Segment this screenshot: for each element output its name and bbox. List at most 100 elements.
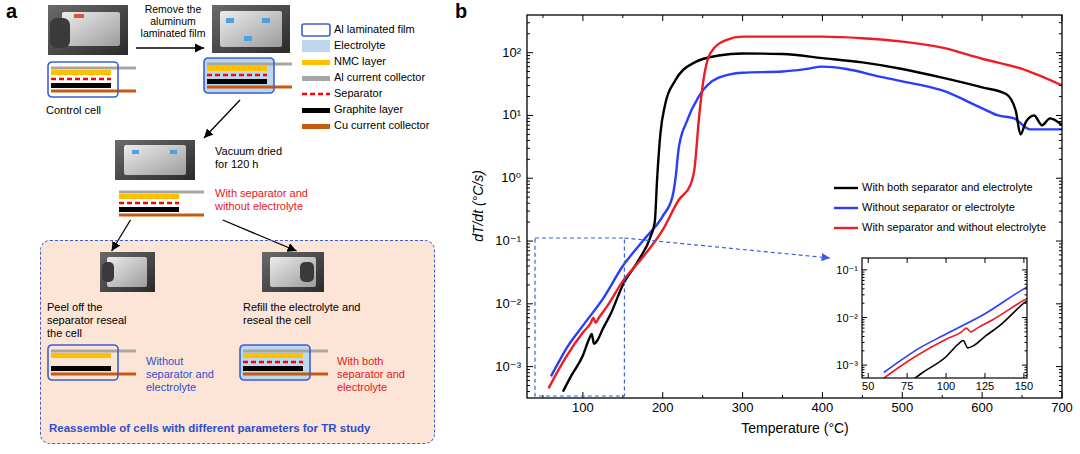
inset-tick — [946, 373, 947, 378]
flow-arrow — [223, 220, 297, 251]
inset-tick — [862, 269, 867, 270]
legend-text: Cu current collector — [334, 119, 429, 132]
cell-schematic — [48, 62, 136, 97]
cell-photo — [262, 18, 270, 23]
cell-photo — [212, 5, 290, 53]
inset-curve — [879, 258, 1027, 378]
node-note: Without separator and electrolyte — [146, 355, 226, 395]
inset-curve — [907, 258, 1027, 378]
inset-tick — [868, 258, 869, 263]
axis-tick — [1056, 178, 1062, 179]
cell-photo — [74, 14, 84, 18]
cell-schematic — [204, 58, 292, 93]
cell-group: Refill the electrolyte and reseal the ce… — [239, 251, 431, 406]
inset-tick — [1023, 258, 1024, 263]
cell-schematic — [119, 192, 204, 215]
axis-tick — [527, 115, 533, 116]
axis-tick — [902, 392, 903, 398]
process-arrow — [136, 47, 204, 48]
legend-text: Separator — [334, 87, 382, 100]
cell-schematic — [240, 345, 310, 380]
inset-curve — [879, 258, 1027, 378]
axis-tick — [902, 15, 903, 21]
legend-sample — [834, 207, 858, 209]
cell-schematic — [51, 68, 136, 91]
legend-text: Al laminated film — [334, 23, 415, 36]
legend-text: Electrolyte — [334, 39, 385, 52]
axis-tick — [527, 241, 533, 242]
data-curve — [549, 37, 1062, 392]
axis-tick — [582, 392, 583, 398]
inset-tick — [984, 258, 985, 263]
cell-photo — [262, 252, 324, 292]
cell-schematic — [240, 345, 328, 380]
reassembly-region: Peel off the separator reseal the cellWi… — [40, 240, 435, 444]
step-note: Remove the aluminum laminated film — [130, 3, 216, 39]
legend-text: With both separator and electrolyte — [862, 181, 1033, 194]
inset-tick — [1022, 269, 1027, 270]
cell-photo — [50, 18, 70, 48]
tick-label: 10⁻³ — [836, 359, 858, 372]
tick-label: 10⁻³ — [495, 359, 521, 374]
inset-curve — [884, 258, 1027, 373]
tick-label: 100 — [572, 401, 594, 416]
tick-label: 10⁰ — [501, 171, 521, 186]
inset-tick — [862, 317, 867, 318]
cell-photo — [262, 252, 324, 292]
axis-tick — [1056, 303, 1062, 304]
axis-tick — [1056, 52, 1062, 53]
legend-swatch — [302, 124, 330, 129]
legend-text: Without separator or electrolyte — [862, 201, 1015, 214]
inset-tick — [1023, 373, 1024, 378]
axis-tick — [662, 15, 663, 21]
tick-label: 10⁻² — [495, 296, 521, 311]
inset-tick — [907, 373, 908, 378]
tick-label: 10¹ — [502, 108, 521, 123]
tick-label: 125 — [976, 380, 994, 393]
panel-letter: b — [455, 0, 467, 23]
tick-label: 100 — [937, 380, 955, 393]
cell-photo — [115, 140, 195, 180]
axis-tick — [1056, 241, 1062, 242]
tick-label: 10⁻² — [836, 311, 858, 324]
axis-tick — [822, 392, 823, 398]
cell-group: Control cell — [44, 2, 136, 122]
panel-letter: a — [6, 0, 17, 23]
axis-tick — [527, 15, 1062, 398]
inset-tick — [868, 373, 869, 378]
cell-schematic — [243, 351, 328, 374]
axis-tick — [742, 15, 743, 21]
legend-swatch — [302, 108, 330, 113]
cell-photo — [124, 145, 186, 175]
cell-photo — [48, 5, 128, 55]
cell-photo — [300, 262, 314, 282]
axis-tick — [822, 15, 823, 21]
cell-photo — [100, 252, 155, 292]
tick-label: 200 — [652, 401, 674, 416]
axis-tick — [1056, 366, 1062, 367]
tick-label: 50 — [862, 380, 874, 393]
cell-schematic — [207, 64, 292, 87]
node-caption: Refill the electrolyte and reseal the ce… — [243, 301, 365, 327]
cell-group: Peel off the separator reseal the cellWi… — [45, 251, 230, 406]
region-fill — [40, 240, 435, 444]
tick-label: 75 — [901, 380, 913, 393]
tick-label: 700 — [1051, 401, 1073, 416]
legend-swatch — [302, 60, 330, 65]
axis-tick — [527, 303, 533, 304]
data-curve — [563, 54, 1062, 392]
cell-photo — [226, 18, 234, 23]
axis-tick — [1056, 115, 1062, 116]
inset-tick — [862, 365, 867, 366]
axis-tick — [742, 392, 743, 398]
cell-photo — [62, 12, 120, 46]
legend-text: Graphite layer — [334, 103, 403, 116]
axis-tick — [527, 366, 533, 367]
axis-tick — [527, 178, 533, 179]
tick-label: 600 — [971, 401, 993, 416]
cell-schematic — [204, 58, 274, 93]
axis-tick — [982, 15, 983, 21]
axis-tick — [982, 392, 983, 398]
cell-photo — [270, 257, 316, 287]
plot-frame — [527, 15, 1062, 398]
